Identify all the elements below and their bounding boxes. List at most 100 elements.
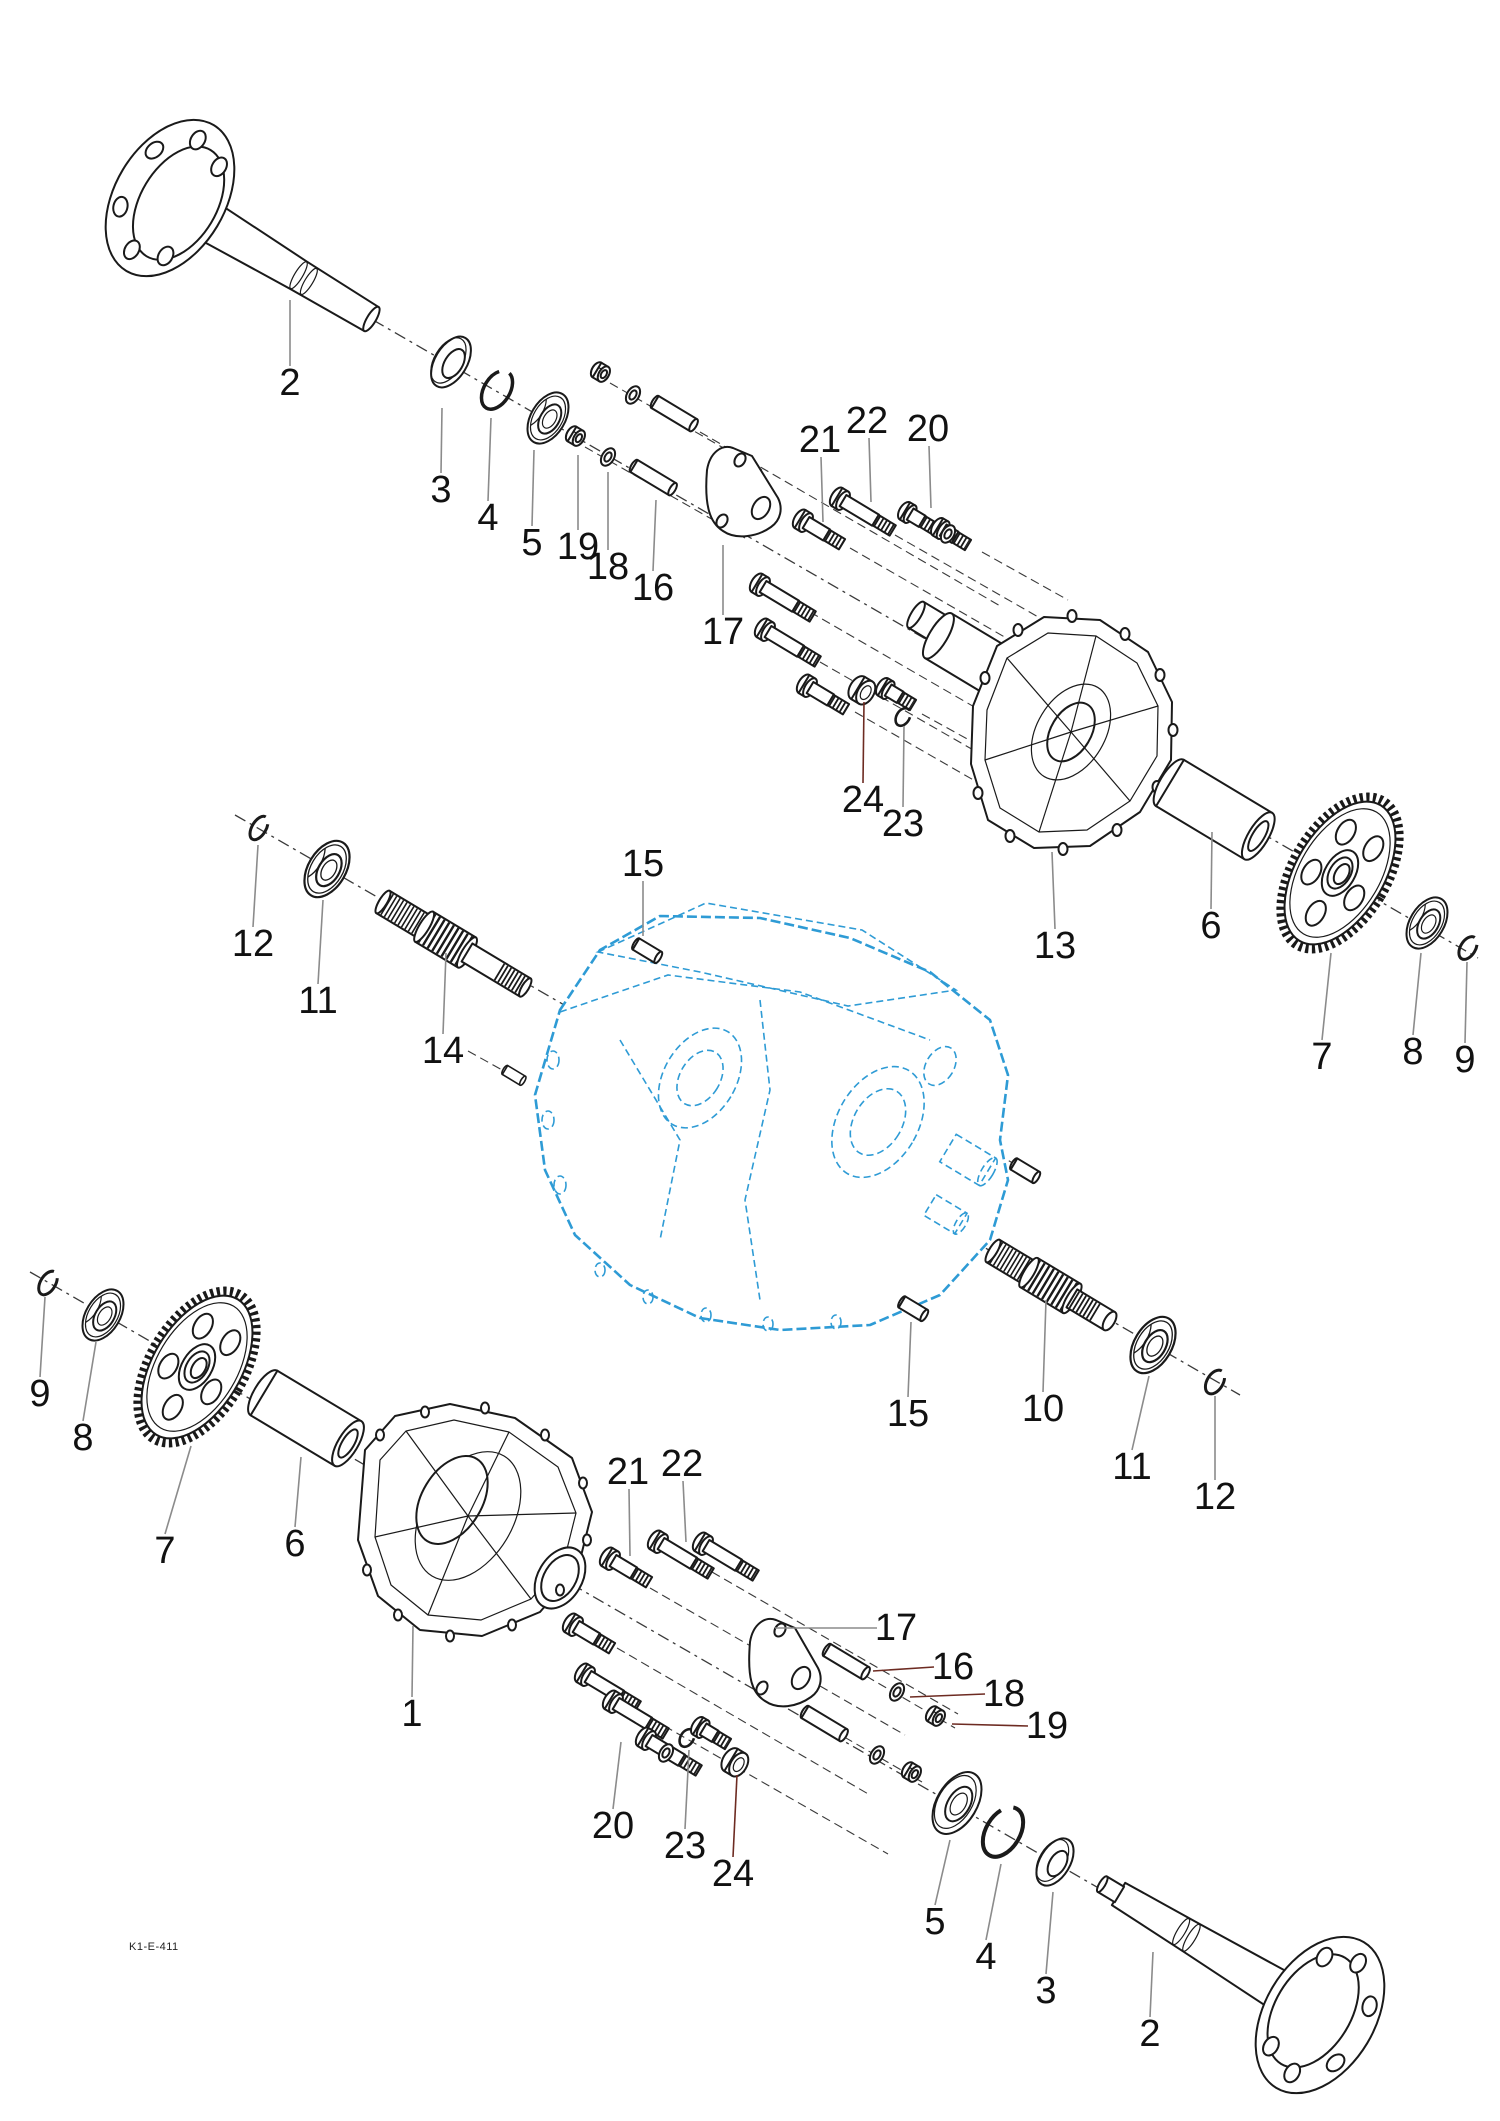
part-number-4-41: 4 [975, 1936, 996, 1978]
leader-line-16-34 [872, 1666, 935, 1672]
ring-23-top [894, 706, 912, 728]
plug-24-top [843, 671, 881, 709]
top-assembly [104, 118, 1479, 961]
final-gear-bottom [133, 1286, 261, 1448]
part-number-2-0: 2 [279, 362, 300, 404]
part-number-5-3: 5 [521, 522, 542, 564]
axle-housing-top [906, 600, 1179, 856]
support-bracket-top [705, 446, 782, 538]
part-number-10-23: 10 [1022, 1388, 1064, 1430]
leader-line-8-17 [1412, 952, 1422, 1036]
part-number-8-17: 8 [1402, 1031, 1423, 1073]
leader-line-10-23 [1042, 1299, 1047, 1393]
middle-assembly [248, 814, 1227, 1396]
part-number-11-24: 11 [1112, 1446, 1151, 1488]
bearing-11-right [1120, 1307, 1186, 1383]
leader-line-21-8 [820, 456, 824, 523]
leader-line-14-21 [442, 952, 447, 1035]
part-number-11-20: 11 [298, 980, 337, 1022]
leader-line-19-36 [951, 1723, 1029, 1727]
bolt-c-top [794, 672, 852, 718]
lower-assembly [37, 1269, 1386, 2095]
axle-shaft-bottom [1095, 1875, 1386, 2095]
leader-line-5-40 [934, 1839, 951, 1906]
stud-16-top [626, 457, 680, 498]
spacer-6-top [1152, 758, 1276, 861]
part-number-9-26: 9 [29, 1373, 50, 1415]
support-bracket-bottom [748, 1618, 822, 1708]
part-number-5-40: 5 [924, 1901, 945, 1943]
part-number-15-13: 15 [622, 843, 664, 885]
part-number-15-22: 15 [887, 1393, 929, 1435]
bolt-21-bottom [597, 1545, 655, 1591]
washer-3-top [430, 335, 472, 389]
leader-line-13-14 [1051, 851, 1056, 930]
part-number-19-36: 19 [1026, 1705, 1068, 1747]
part-number-7-28: 7 [154, 1530, 175, 1572]
bolt-22b-bottom [690, 1530, 761, 1584]
bolt-long-b-top [752, 616, 823, 670]
part-number-6-15: 6 [1200, 905, 1221, 947]
leader-line-23-38 [684, 1749, 690, 1830]
leader-line-6-29 [294, 1456, 302, 1528]
bolt-21-top [790, 507, 848, 553]
part-number-18-35: 18 [983, 1673, 1025, 1715]
part-number-7-16: 7 [1311, 1036, 1332, 1078]
bearing-11-left [294, 831, 360, 907]
nut-19-bottom [922, 1703, 949, 1729]
pinion-shaft-10 [984, 1238, 1118, 1332]
stud-16b-bottom [797, 1703, 851, 1744]
nut-19b-top [587, 359, 614, 385]
washer-18b-bottom [865, 1742, 889, 1768]
part-number-17-33: 17 [875, 1607, 917, 1649]
axle-shaft-top [104, 118, 381, 333]
leader-line-3-1 [440, 407, 443, 474]
axle-housing-bottom [357, 1401, 593, 1643]
transmission-case [533, 902, 1010, 1332]
leader-line-3-42 [1045, 1891, 1054, 1975]
leader-line-24-11 [862, 701, 865, 784]
leader-line-6-15 [1210, 831, 1213, 910]
leader-line-11-24 [1131, 1375, 1150, 1451]
drawing-code: K1-E-411 [129, 1941, 179, 1953]
part-number-17-7: 17 [702, 611, 744, 653]
part-number-23-12: 23 [882, 803, 924, 845]
leader-line-4-2 [487, 417, 492, 502]
part-number-14-21: 14 [422, 1030, 464, 1072]
final-gear-top [1276, 792, 1404, 954]
dowel-pin-right [1007, 1156, 1043, 1186]
bearing-8-top [1397, 889, 1457, 957]
washer-18-top [596, 444, 620, 470]
leader-line-20-37 [612, 1741, 622, 1810]
part-number-8-27: 8 [72, 1417, 93, 1459]
leader-line-7-16 [1321, 952, 1332, 1041]
snap-ring-12-right [1203, 1368, 1227, 1396]
part-number-1-30: 1 [401, 1693, 422, 1735]
leader-line-20-10 [928, 445, 932, 509]
part-number-23-38: 23 [664, 1825, 706, 1867]
spacer-6-bottom [247, 1369, 365, 1468]
dowel-pin-left [499, 1063, 528, 1087]
leader-line-2-43 [1149, 1951, 1154, 2018]
part-number-16-34: 16 [932, 1646, 974, 1688]
part-number-3-1: 3 [430, 469, 451, 511]
part-number-20-37: 20 [592, 1805, 634, 1847]
plug-24-bottom [716, 1743, 754, 1781]
part-number-19-4: 19 [557, 526, 599, 568]
leader-line-22-32 [682, 1480, 687, 1543]
seal-5-bottom [931, 1771, 983, 1835]
washer-18-bottom [885, 1679, 909, 1705]
leader-line-7-28 [164, 1445, 192, 1535]
bolt-d-bottom [560, 1611, 618, 1657]
part-number-6-29: 6 [284, 1523, 305, 1565]
part-number-9-18: 9 [1454, 1039, 1475, 1081]
part-number-18-5: 18 [587, 546, 629, 588]
part-number-13-14: 13 [1034, 925, 1076, 967]
bolt-23-top [873, 676, 918, 714]
leader-line-9-26 [39, 1296, 46, 1378]
leader-line-4-41 [985, 1863, 1002, 1941]
leader-line-22-9 [868, 437, 872, 503]
